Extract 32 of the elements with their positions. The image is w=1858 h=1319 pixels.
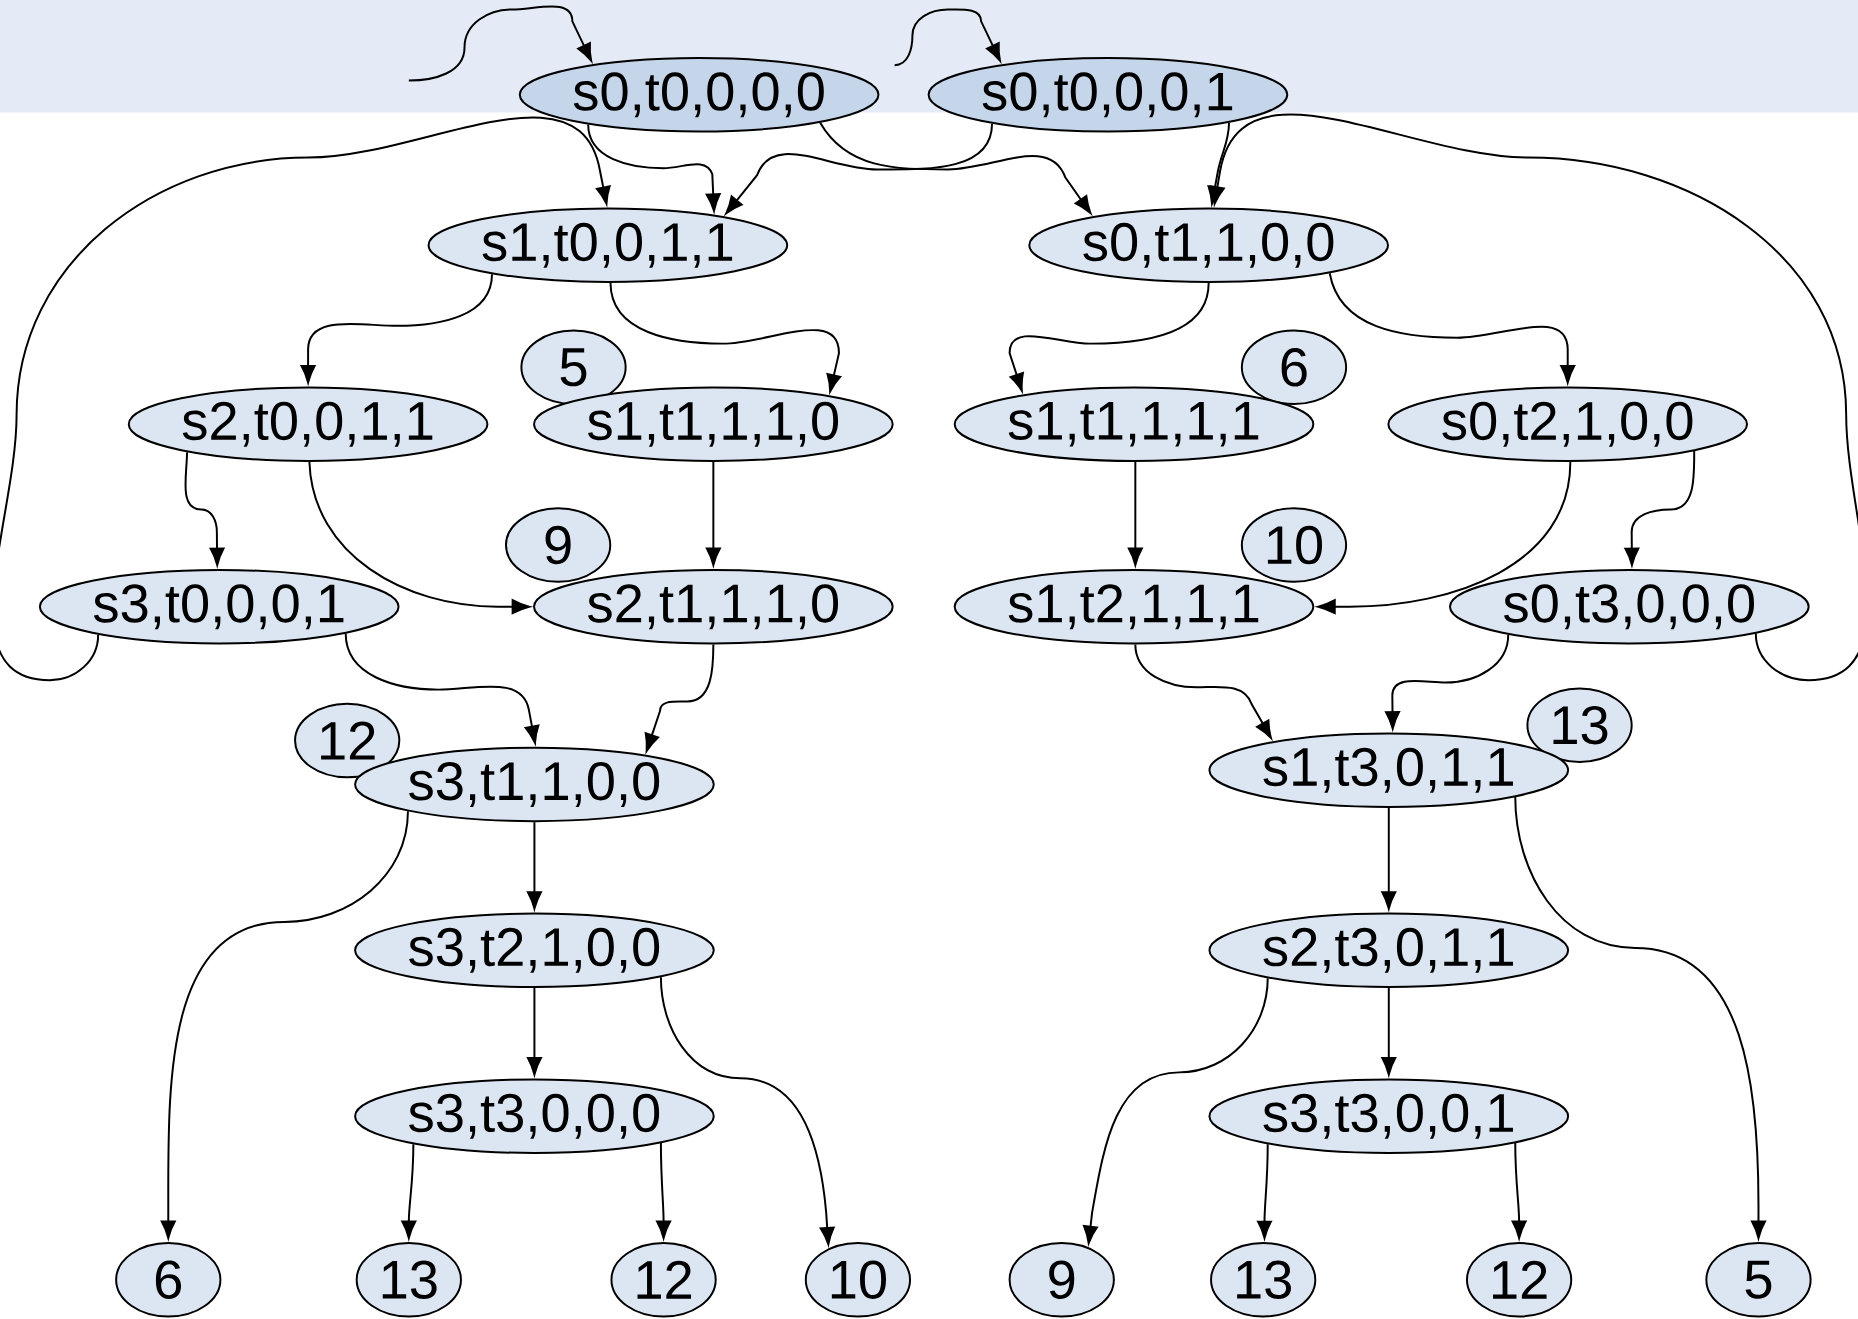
arrow xyxy=(609,282,842,393)
arrow xyxy=(705,461,721,567)
arrow xyxy=(1624,450,1696,567)
arrow xyxy=(401,1143,417,1240)
arrow xyxy=(1008,282,1210,392)
arrow xyxy=(526,821,542,910)
arrow xyxy=(300,273,493,384)
arrow xyxy=(1511,1142,1527,1240)
arrow xyxy=(1257,1143,1272,1240)
arrow xyxy=(526,987,542,1076)
arrow xyxy=(659,976,835,1246)
arrow xyxy=(725,122,994,215)
arrow xyxy=(1514,796,1766,1240)
arrow xyxy=(160,810,409,1240)
arrow xyxy=(893,8,1001,67)
arrow xyxy=(184,451,225,567)
arrow xyxy=(0,116,611,682)
arrow xyxy=(587,123,721,212)
arrow xyxy=(1083,977,1269,1245)
arrow xyxy=(1381,987,1397,1076)
arrow xyxy=(344,632,540,744)
arrow xyxy=(1385,633,1510,730)
arrow xyxy=(308,461,531,615)
arrow xyxy=(1381,807,1397,910)
arrow xyxy=(819,121,1092,215)
arrow xyxy=(1209,113,1858,682)
arrow xyxy=(1328,272,1576,384)
arrow xyxy=(1134,643,1272,739)
arrow xyxy=(407,5,593,82)
arrow xyxy=(1127,461,1143,567)
arrow xyxy=(1317,461,1572,615)
arrow xyxy=(656,1142,672,1240)
